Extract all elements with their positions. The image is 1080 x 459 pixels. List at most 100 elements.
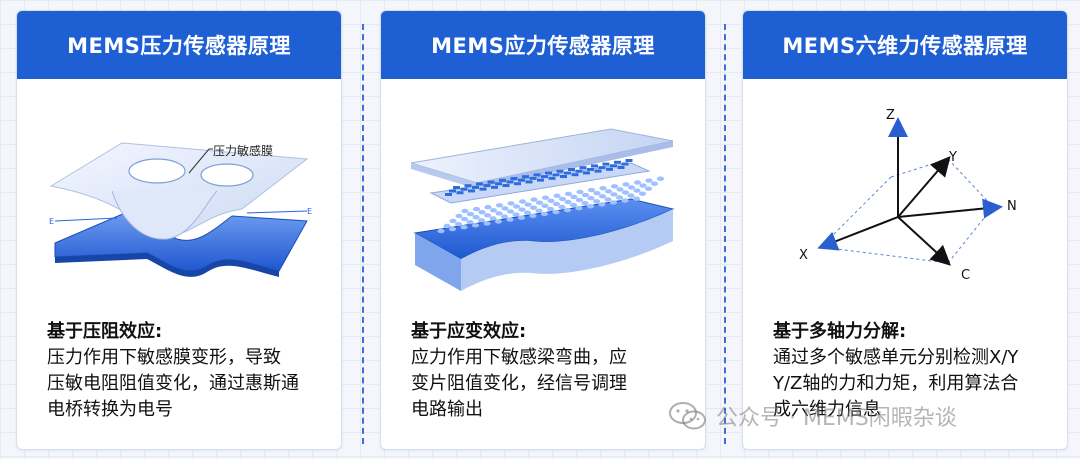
watermark: 公众号 · MEMS闲暇杂谈 [668, 398, 957, 434]
perforation-hole [507, 201, 515, 206]
strain-gauge-cell [460, 187, 468, 191]
strain-gauge-cell [579, 166, 587, 170]
six-axis-card-title: MEMS六维力传感器原理 [743, 11, 1067, 79]
perforation-hole [529, 205, 538, 210]
perforation-hole [575, 197, 584, 203]
perforation-hole [632, 196, 641, 201]
strain-gauge-cell [548, 176, 556, 180]
strain-gauge-cell [506, 180, 514, 184]
pressure-desc-line: 电桥转换为电号 [47, 399, 173, 420]
axis-label-n: N [1007, 199, 1017, 214]
perforation-hole [454, 221, 463, 227]
perforation-hole [575, 206, 583, 211]
pressure-desc-title: 基于压阻效应: [47, 321, 163, 342]
perforation-hole [587, 196, 595, 201]
strain-gauge-cell [487, 180, 495, 184]
perforation-hole [541, 195, 550, 200]
perforation-hole [586, 204, 595, 209]
stress-desc-line: 应力作用下敏感梁弯曲，应 [411, 347, 627, 368]
strain-gauge-cell [518, 178, 525, 182]
perforation-hole [558, 204, 566, 210]
perforation-hole [558, 196, 567, 202]
perforation-hole [615, 195, 624, 200]
stress-sensor-card: MEMS应力传感器原理 [380, 10, 706, 450]
stress-description: 基于应变效应: 应力作用下敏感梁弯曲，应 变片阻值变化，经信号调理 电路输出 [411, 317, 685, 423]
strain-gauge-cell [453, 186, 460, 189]
perforation-hole [471, 223, 480, 228]
strain-gauge-cell [617, 166, 625, 169]
strain-gauge-cell [587, 167, 594, 171]
card-divider [362, 24, 364, 444]
perforation-hole [587, 187, 596, 193]
perforation-hole [598, 202, 606, 207]
perforation-hole [633, 180, 642, 185]
perforation-hole [466, 220, 474, 225]
perforation-hole [455, 213, 463, 219]
perforation-hole [483, 221, 491, 226]
six-axis-desc-line: 通过多个敏感单元分别检测X/Y [773, 347, 1019, 368]
strain-gauge-cell [598, 166, 606, 170]
axis-label-z: Z [886, 108, 895, 123]
strain-gauge-cell [456, 191, 464, 195]
perforation-hole [609, 200, 618, 205]
perforation-hole [477, 218, 486, 223]
pressure-description: 基于压阻效应: 压力作用下敏感膜变形，导致 压敏电阻阻值变化，通过惠斯通 电桥转… [47, 317, 321, 423]
strain-gauge-cell [552, 173, 560, 177]
pressure-membrane-illustration: 压力敏感膜 E E [49, 142, 312, 277]
perforation-hole [540, 211, 549, 217]
perforation-hole [506, 209, 515, 214]
perforation-hole [524, 202, 532, 207]
perforation-hole [506, 217, 514, 222]
strain-gauge-cell [606, 167, 613, 171]
perforation-hole [547, 198, 555, 203]
perforation-hole [530, 197, 538, 202]
perforation-hole [484, 205, 492, 210]
strain-gauge-cell [545, 171, 552, 175]
perforation-hole [512, 212, 520, 217]
strain-gauge-cell [476, 182, 483, 186]
perforation-hole [581, 201, 589, 206]
perforation-hole [489, 208, 498, 213]
perforation-hole [512, 204, 521, 209]
six-axis-sensor-card: MEMS六维力传感器原理 [742, 10, 1068, 450]
perforation-hole [599, 186, 607, 191]
perforation-hole [461, 208, 469, 214]
pressure-desc-line: 压力作用下敏感膜变形，导致 [47, 347, 281, 368]
strain-gauge-cell [537, 178, 544, 182]
pressure-membrane-figure: 压力敏感膜 E E [17, 81, 341, 306]
stress-desc-line: 电路输出 [411, 399, 483, 420]
strain-gauge-cell [449, 189, 456, 193]
perforation-hole [604, 189, 613, 194]
perforation-hole [495, 211, 503, 216]
strain-gauge-cell [468, 189, 475, 193]
strain-gauge-cell [529, 176, 537, 180]
strain-gauge-cell [614, 160, 621, 164]
strain-gauge-cell [591, 164, 598, 168]
strain-gauge-cell [575, 169, 583, 173]
axis-label-x: X [799, 248, 808, 263]
strain-gauge-cell [533, 173, 541, 177]
perforation-hole [621, 198, 629, 203]
strain-gauge-cell [625, 159, 633, 162]
perforation-hole [535, 200, 544, 205]
perforation-hole [541, 203, 549, 208]
perforation-hole [622, 182, 630, 187]
strain-beam-illustration [410, 128, 675, 291]
strain-gauge-cell [514, 182, 521, 186]
perforation-hole [621, 190, 630, 195]
strain-gauge-cell [541, 175, 548, 179]
perforation-hole [494, 219, 503, 224]
perforation-hole [627, 185, 636, 190]
six-axis-desc-line: Y/Z轴的力和力矩，利用算法合 [773, 373, 1019, 394]
perforation-hole [569, 202, 578, 208]
six-axis-desc-line: 成六维力信息 [773, 399, 881, 420]
strain-gauge-cell [571, 173, 579, 177]
perforation-hole [563, 207, 572, 213]
perforation-hole [478, 210, 486, 215]
pressure-sensor-card: MEMS压力传感器原理 [16, 10, 342, 450]
perforation-hole [466, 211, 475, 217]
perforation-hole [639, 183, 647, 188]
strain-gauge-cell [621, 162, 629, 166]
perforation-hole [553, 193, 561, 198]
strain-gauge-cell [556, 169, 564, 173]
